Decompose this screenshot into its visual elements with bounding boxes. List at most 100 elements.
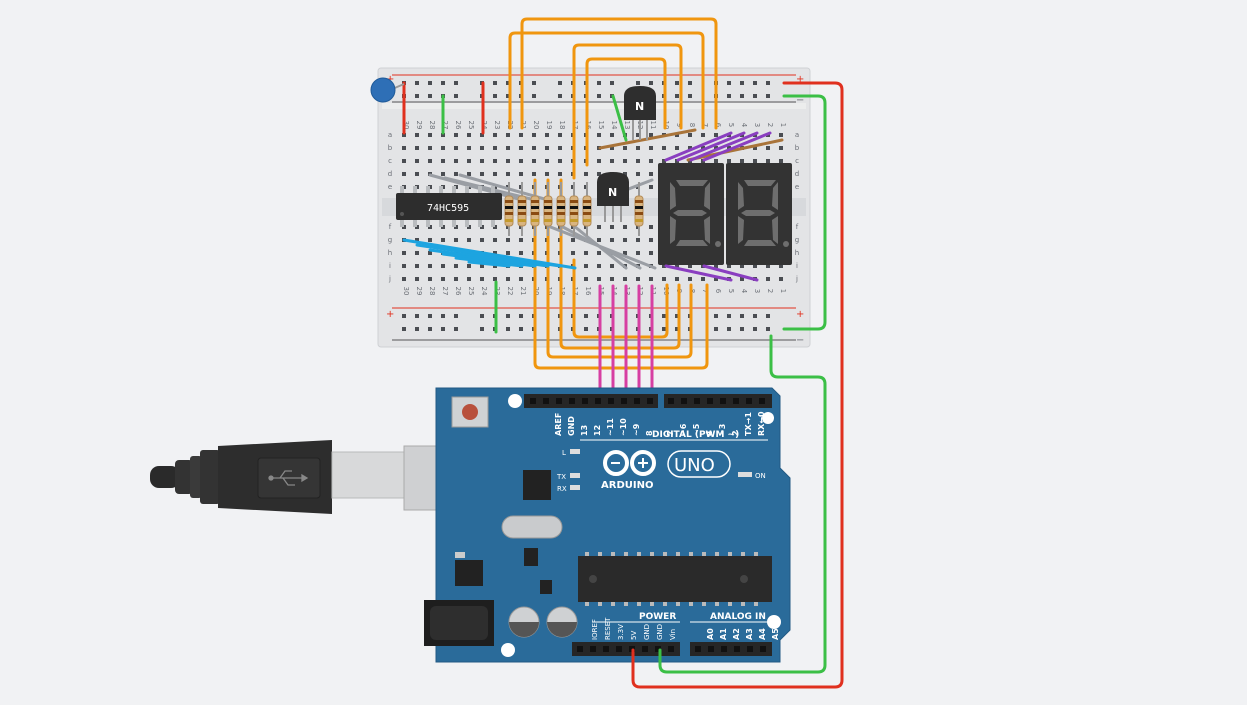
pin-hole[interactable] — [694, 398, 700, 404]
breadboard-hole[interactable] — [662, 146, 666, 150]
breadboard-hole[interactable] — [623, 238, 627, 242]
breadboard-hole[interactable] — [441, 238, 445, 242]
rail-hole[interactable] — [766, 314, 770, 318]
breadboard-hole[interactable] — [753, 159, 757, 163]
rail-hole[interactable] — [688, 81, 692, 85]
transistor-1[interactable]: N — [624, 86, 656, 140]
breadboard-hole[interactable] — [662, 264, 666, 268]
breadboard-hole[interactable] — [454, 159, 458, 163]
rail-hole[interactable] — [519, 314, 523, 318]
breadboard-hole[interactable] — [584, 251, 588, 255]
breadboard-hole[interactable] — [675, 264, 679, 268]
breadboard-hole[interactable] — [597, 277, 601, 281]
pin-hole[interactable] — [616, 646, 622, 652]
pin-hole[interactable] — [655, 646, 661, 652]
breadboard-hole[interactable] — [480, 159, 484, 163]
breadboard-hole[interactable] — [623, 146, 627, 150]
breadboard-hole[interactable] — [727, 159, 731, 163]
breadboard-hole[interactable] — [623, 225, 627, 229]
wire-orange-top-1[interactable] — [520, 17, 718, 130]
breadboard-hole[interactable] — [688, 133, 692, 137]
breadboard-hole[interactable] — [649, 225, 653, 229]
breadboard-hole[interactable] — [480, 264, 484, 268]
breadboard-hole[interactable] — [454, 277, 458, 281]
breadboard-hole[interactable] — [415, 264, 419, 268]
pin-hole[interactable] — [569, 398, 575, 404]
rail-hole[interactable] — [454, 327, 458, 331]
breadboard-hole[interactable] — [636, 159, 640, 163]
rail-hole[interactable] — [519, 327, 523, 331]
wire-orange-bottom-3[interactable] — [559, 178, 681, 350]
breadboard-hole[interactable] — [558, 133, 562, 137]
breadboard-hole[interactable] — [506, 277, 510, 281]
breadboard-hole[interactable] — [714, 159, 718, 163]
breadboard-hole[interactable] — [688, 146, 692, 150]
power-pin-holes[interactable] — [577, 646, 766, 652]
pin-hole[interactable] — [668, 398, 674, 404]
breadboard-hole[interactable] — [402, 172, 406, 176]
reset-button-cap[interactable] — [462, 404, 478, 420]
breadboard-hole[interactable] — [428, 146, 432, 150]
wire-blue-4[interactable] — [441, 252, 537, 268]
rail-hole[interactable] — [506, 81, 510, 85]
wire-green-short-3[interactable] — [611, 94, 628, 142]
breadboard-hole[interactable] — [610, 238, 614, 242]
breadboard-hole[interactable] — [766, 159, 770, 163]
breadboard-hole[interactable] — [493, 146, 497, 150]
breadboard-hole[interactable] — [454, 133, 458, 137]
breadboard-hole[interactable] — [610, 146, 614, 150]
breadboard-hole[interactable] — [454, 264, 458, 268]
breadboard-hole[interactable] — [584, 264, 588, 268]
power-wires[interactable] — [631, 81, 844, 689]
breadboard-hole[interactable] — [662, 159, 666, 163]
pin-hole[interactable] — [668, 646, 674, 652]
rail-hole[interactable] — [753, 81, 757, 85]
rail-hole[interactable] — [402, 327, 406, 331]
breadboard-hole[interactable] — [519, 277, 523, 281]
resistor[interactable] — [634, 182, 644, 236]
breadboard-hole[interactable] — [649, 185, 653, 189]
wires-magenta[interactable] — [598, 284, 654, 402]
breadboard-hole[interactable] — [649, 172, 653, 176]
breadboard-hole[interactable] — [649, 238, 653, 242]
rail-hole[interactable] — [402, 314, 406, 318]
breadboard-hole[interactable] — [506, 238, 510, 242]
rail-hole[interactable] — [740, 314, 744, 318]
breadboard-hole[interactable] — [662, 277, 666, 281]
wire-purple-top-4[interactable] — [702, 131, 772, 162]
pin-hole[interactable] — [603, 646, 609, 652]
breadboard-hole[interactable] — [714, 277, 718, 281]
rail-hole[interactable] — [506, 94, 510, 98]
breadboard-hole[interactable] — [480, 146, 484, 150]
pin-hole[interactable] — [695, 646, 701, 652]
breadboard-hole[interactable] — [467, 238, 471, 242]
rail-hole[interactable] — [675, 327, 679, 331]
breadboard-hole[interactable] — [649, 277, 653, 281]
breadboard-hole[interactable] — [480, 277, 484, 281]
breadboard-hole[interactable] — [727, 264, 731, 268]
breadboard-hole[interactable] — [714, 133, 718, 137]
breadboard-hole[interactable] — [597, 159, 601, 163]
rail-hole[interactable] — [766, 81, 770, 85]
rail-hole[interactable] — [662, 314, 666, 318]
wire-purple-top-2[interactable] — [676, 131, 746, 162]
breadboard-hole[interactable] — [441, 146, 445, 150]
wire-blue-3[interactable] — [428, 248, 550, 268]
resistor[interactable] — [582, 182, 592, 236]
breadboard-hole[interactable] — [519, 133, 523, 137]
wire-orange-bottom-4[interactable] — [572, 258, 669, 339]
breadboard-wires[interactable] — [402, 17, 784, 370]
breadboard-hole[interactable] — [597, 238, 601, 242]
pin-hole[interactable] — [543, 398, 549, 404]
breadboard-hole[interactable] — [753, 264, 757, 268]
rail-hole[interactable] — [727, 81, 731, 85]
breadboard-hole[interactable] — [584, 172, 588, 176]
rail-hole[interactable] — [480, 327, 484, 331]
pin-hole[interactable] — [759, 398, 765, 404]
wire-purple-bottom-1[interactable] — [664, 264, 733, 282]
pin-hole[interactable] — [621, 398, 627, 404]
breadboard-hole[interactable] — [714, 264, 718, 268]
breadboard-hole[interactable] — [701, 133, 705, 137]
digital-pin-holes[interactable] — [530, 398, 765, 404]
pin-hole[interactable] — [720, 398, 726, 404]
